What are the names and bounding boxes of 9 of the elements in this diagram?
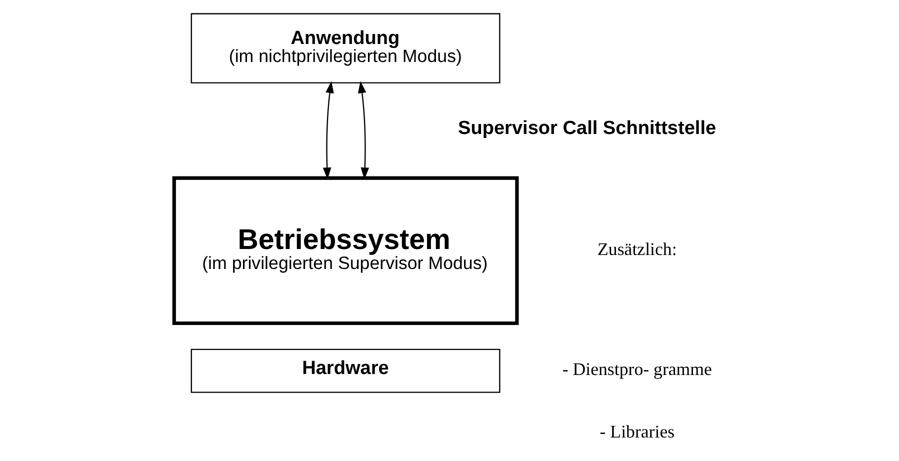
label: - Dienstpro- gramme [562, 358, 712, 379]
arrow [322, 80, 334, 179]
node-box: Hardware [190, 348, 500, 392]
label: Zusätzlich: [597, 238, 676, 258]
node-box: Betriebssystem (im privilegierten Supervisor Modus) [172, 176, 518, 325]
label: - Libraries [599, 421, 674, 442]
label: Supervisor Call Schnittstelle [458, 117, 716, 138]
arrow [357, 80, 369, 179]
node-box: Anwendung (im nichtprivilegierten Modus) [190, 12, 500, 83]
